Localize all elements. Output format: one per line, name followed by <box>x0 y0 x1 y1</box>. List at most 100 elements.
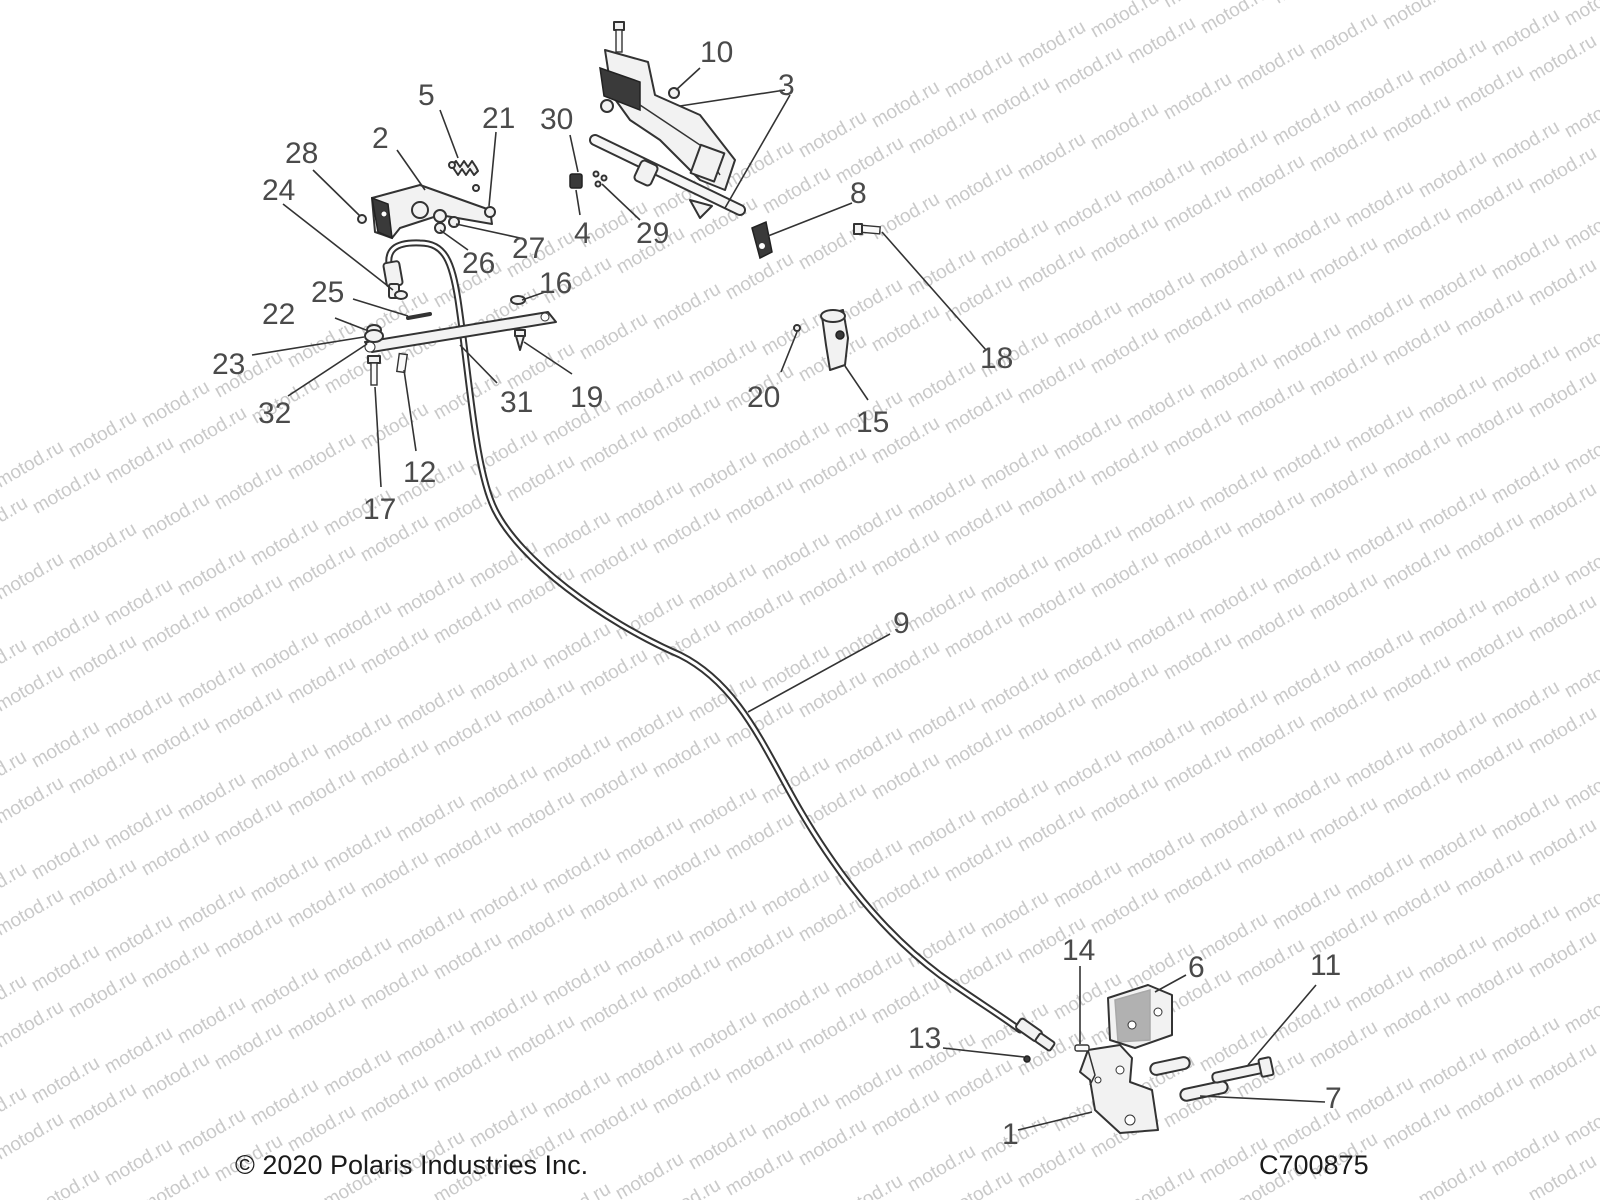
watermark-text: motod.ru <box>1306 1017 1381 1073</box>
watermark-text: motod.ru <box>1233 935 1308 991</box>
watermark-text: motod.ru <box>65 519 140 575</box>
watermark-text: motod.ru <box>612 1149 687 1200</box>
watermark-text: motod.ru <box>321 343 396 399</box>
watermark-text: motod.ru <box>1379 1099 1454 1155</box>
callout-15: 15 <box>856 406 889 439</box>
watermark-text: motod.ru <box>1233 375 1308 431</box>
watermark-text: motod.ru <box>284 429 359 485</box>
figure-id: C700875 <box>1259 1150 1369 1180</box>
part-5-spring <box>448 160 480 192</box>
watermark-text: motod.ru <box>1379 91 1454 147</box>
part-22-23-washers <box>364 290 526 343</box>
callout-3: 3 <box>778 69 795 102</box>
watermark-text: motod.ru <box>1452 845 1527 901</box>
watermark-text: motod.ru <box>0 997 67 1053</box>
watermark-text: motod.ru <box>357 959 432 1015</box>
watermark-text: motod.ru <box>503 787 578 843</box>
watermark-text: motod.ru <box>649 503 724 559</box>
watermark-text: motod.ru <box>138 489 213 545</box>
watermark-text: motod.ru <box>1525 31 1600 87</box>
watermark-text: motod.ru <box>1561 535 1600 591</box>
watermark-text: motod.ru <box>941 831 1016 887</box>
watermark-text: motod.ru <box>539 1179 614 1200</box>
watermark-text: motod.ru <box>576 309 651 365</box>
watermark-text: motod.ru <box>284 1101 359 1157</box>
watermark-text: motod.ru <box>1306 345 1381 401</box>
watermark-text: motod.ru <box>1160 293 1235 349</box>
watermark-text: motod.ru <box>1087 211 1162 267</box>
watermark-text: motod.ru <box>1233 487 1308 543</box>
watermark-text: motod.ru <box>576 981 651 1037</box>
part-8-plate <box>751 220 773 260</box>
watermark-text: motod.ru <box>1379 987 1454 1043</box>
callout-16: 16 <box>539 267 572 300</box>
watermark-text: motod.ru <box>1561 311 1600 367</box>
watermark-text: motod.ru <box>1379 203 1454 259</box>
watermark-text: motod.ru <box>1452 61 1527 117</box>
watermark-text: motod.ru <box>1561 647 1600 703</box>
watermark-text: motod.ru <box>941 943 1016 999</box>
watermark-text: motod.ru <box>65 855 140 911</box>
watermark-text: motod.ru <box>941 271 1016 327</box>
watermark-text: motod.ru <box>1233 39 1308 95</box>
watermark-text: motod.ru <box>430 929 505 985</box>
watermark-text: motod.ru <box>576 1093 651 1149</box>
watermark-text: motod.ru <box>1087 99 1162 155</box>
callout-17: 17 <box>363 493 396 526</box>
callout-13: 13 <box>908 1022 941 1055</box>
watermark-text: motod.ru <box>868 973 943 1029</box>
watermark-text: motod.ru <box>1452 957 1527 1013</box>
watermark-text: motod.ru <box>357 1071 432 1127</box>
watermark-text: motod.ru <box>1124 13 1199 69</box>
watermark-text: motod.ru <box>1270 0 1345 8</box>
watermark-text: motod.ru <box>211 907 286 963</box>
watermark-text: motod.ru <box>1561 87 1600 143</box>
watermark-text: motod.ru <box>868 637 943 693</box>
part-28-nut <box>357 214 367 224</box>
watermark-text: motod.ru <box>759 163 834 219</box>
watermark-text: motod.ru <box>1525 143 1600 199</box>
watermark-text: motod.ru <box>1561 983 1600 1039</box>
watermark-text: motod.ru <box>722 921 797 977</box>
callout-4: 4 <box>574 217 591 250</box>
part-31-arm <box>364 311 557 353</box>
watermark-text: motod.ru <box>357 735 432 791</box>
callout-labels: 1 2 3 4 5 6 7 8 9 10 11 12 13 14 15 16 1… <box>212 36 1342 1151</box>
watermark-text: motod.ru <box>722 585 797 641</box>
watermark-text: motod.ru <box>28 1165 103 1200</box>
callout-25: 25 <box>311 276 344 309</box>
watermark-text: motod.ru <box>357 847 432 903</box>
watermark-text: motod.ru <box>1525 479 1600 535</box>
part-12-17-19-bolts <box>367 329 526 386</box>
watermark-text: motod.ru <box>284 541 359 597</box>
watermark-text: motod.ru <box>649 391 724 447</box>
part-15-cap <box>793 223 881 371</box>
watermark-text: motod.ru <box>1379 427 1454 483</box>
callout-2: 2 <box>372 122 389 155</box>
watermark-text: motod.ru <box>868 749 943 805</box>
watermark-text: motod.ru <box>1379 539 1454 595</box>
callout-6: 6 <box>1188 951 1205 984</box>
watermark-text: motod.ru <box>430 593 505 649</box>
part-3-bracket <box>589 21 746 219</box>
watermark-text: motod.ru <box>138 713 213 769</box>
watermark-text: motod.ru <box>0 493 31 549</box>
callout-29: 29 <box>636 217 669 250</box>
watermark-text: motod.ru <box>576 533 651 589</box>
watermark-text: motod.ru <box>29 463 104 519</box>
watermark-text: motod.ru <box>503 675 578 731</box>
callout-10: 10 <box>700 36 733 69</box>
watermark-text: motod.ru <box>1452 285 1527 341</box>
watermark-text: motod.ru <box>1160 741 1235 797</box>
watermark-text: motod.ru <box>284 765 359 821</box>
watermark-text: motod.ru <box>1197 0 1272 38</box>
callout-22: 22 <box>262 298 295 331</box>
callout-8: 8 <box>850 177 867 210</box>
part-2-bracket <box>371 184 493 240</box>
watermark-text: motod.ru <box>649 727 724 783</box>
watermark-text: motod.ru <box>941 159 1016 215</box>
watermark-text: motod.ru <box>1014 465 1089 521</box>
watermark-text: motod.ru <box>722 473 797 529</box>
callout-31: 31 <box>500 386 533 419</box>
